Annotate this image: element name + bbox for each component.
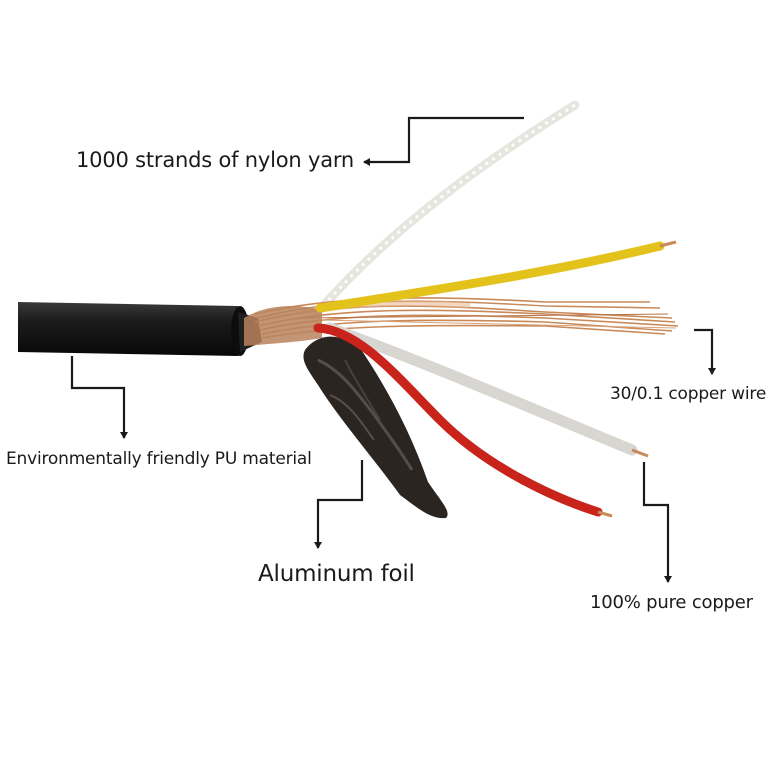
- pu-jacket: [18, 302, 262, 356]
- label-pu-material: Environmentally friendly PU material: [6, 449, 312, 469]
- aluminum-foil: [303, 336, 448, 519]
- label-aluminum-foil: Aluminum foil: [258, 561, 415, 587]
- nylon-yarn-strand: [313, 100, 580, 317]
- copper-wire-leader: [694, 328, 716, 375]
- nylon-leader: [363, 116, 524, 166]
- white-wire: [324, 322, 649, 458]
- red-wire: [313, 323, 613, 518]
- label-nylon-yarn: 1000 strands of nylon yarn: [76, 148, 355, 172]
- foil-leader: [314, 460, 364, 549]
- label-pure-copper: 100% pure copper: [590, 592, 753, 613]
- leader-lines: [70, 116, 716, 583]
- yellow-wire: [315, 240, 677, 313]
- braid-base: [244, 306, 322, 346]
- pure-copper-leader: [642, 462, 672, 583]
- label-copper-wire: 30/0.1 copper wire: [610, 384, 767, 404]
- pu-leader: [70, 356, 128, 439]
